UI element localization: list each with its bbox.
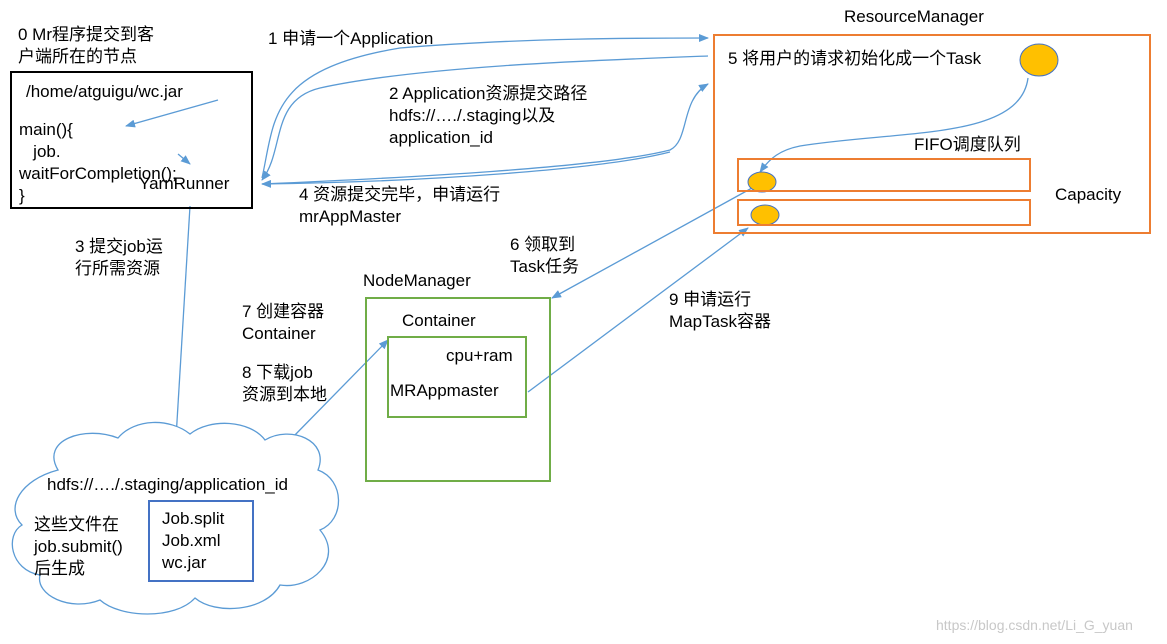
fifo-queue-slot-1 (737, 158, 1031, 192)
step-9-label: 9 申请运行 MapTask容器 (669, 290, 772, 331)
task-circle-queue-1 (747, 171, 777, 193)
arrow-step-2 (261, 55, 709, 181)
hdfs-path: hdfs://…./.staging/application_id (47, 475, 288, 494)
resource-manager-box (713, 34, 1151, 234)
client-box (10, 71, 253, 209)
step-0-label: 0 Mr程序提交到客 户端所在的节点 (18, 25, 154, 66)
step-6-label: 6 领取到 Task任务 (510, 235, 579, 276)
arrow-step-6 (551, 187, 753, 299)
fifo-queue-slot-2 (737, 199, 1031, 226)
arrow-jar-main (125, 99, 219, 128)
step-4-label: 4 资源提交完毕，申请运行 mrAppMaster (299, 185, 501, 226)
hdfs-files-list: Job.split Job.xml wc.jar (162, 509, 225, 572)
step-3-label: 3 提交job运 行所需资源 (75, 237, 163, 278)
fifo-queue-label: FIFO调度队列 (914, 135, 1021, 154)
node-manager-title: NodeManager (363, 271, 471, 290)
app-master-label: MRAppmaster (390, 381, 499, 400)
step-8-label: 8 下载job 资源到本地 (242, 363, 327, 404)
capacity-label: Capacity (1055, 185, 1122, 204)
node-manager-box (365, 297, 551, 482)
arrow-step-8 (291, 339, 389, 439)
jar-path: /home/atguigu/wc.jar (26, 82, 183, 101)
client-code: main(){ job. waitForCompletion(); } (19, 120, 177, 205)
hdfs-files-box (148, 500, 254, 582)
yarn-runner-label: YarnRunner (139, 174, 230, 193)
hdfs-note: 这些文件在 job.submit() 后生成 (34, 515, 123, 578)
step-1-label: 1 申请一个Application (268, 29, 434, 48)
task-circle-new (1019, 43, 1059, 77)
arrow-step-9 (527, 227, 749, 393)
arrow-step-5 (759, 77, 1029, 173)
resource-manager-title: ResourceManager (844, 7, 984, 26)
step-2-label: 2 Application资源提交路径 hdfs://…./.staging以及… (389, 84, 588, 147)
hdfs-cloud (11, 421, 340, 615)
arrow-step-4 (261, 83, 709, 185)
container-box (387, 336, 527, 418)
arrow-step-1 (261, 34, 709, 179)
container-resources: cpu+ram (446, 346, 513, 365)
step-7-label: 7 创建容器 Container (242, 302, 325, 343)
arrow-step-3 (172, 205, 191, 439)
container-label: Container (402, 311, 476, 330)
step-5-label: 5 将用户的请求初始化成一个Task (728, 49, 982, 68)
arrow-job-runner (177, 153, 191, 165)
watermark: https://blog.csdn.net/Li_G_yuan (936, 617, 1133, 633)
arrow-step-4-return (261, 151, 671, 188)
